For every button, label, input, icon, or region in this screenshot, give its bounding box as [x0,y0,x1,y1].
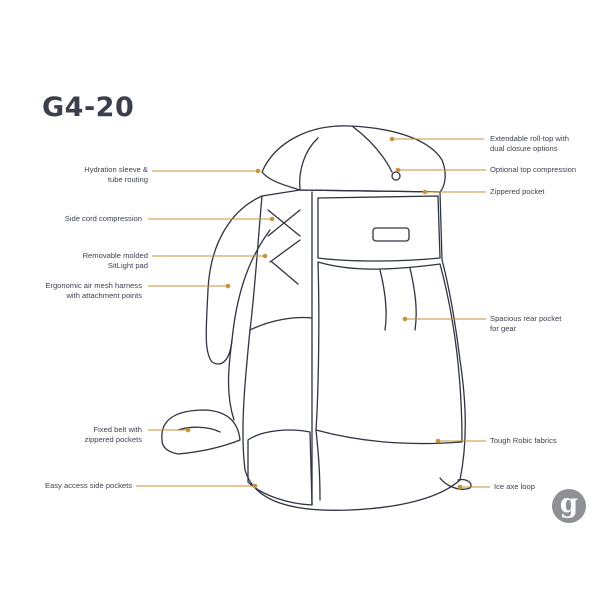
backpack-illustration [161,125,472,511]
brand-logo: g [552,489,586,523]
label-top-compression: Optional top compression [490,165,576,175]
label-harness: Ergonomic air mesh harness with attachme… [45,281,142,301]
label-side-pockets: Easy access side pockets [45,481,132,491]
main-body [242,189,466,511]
shoulder-strap [205,195,271,365]
label-line: Easy access side pockets [45,481,132,490]
label-hydration: Hydration sleeve & tube routing [84,165,148,185]
label-ice-axe: Ice axe loop [494,482,535,492]
label-line: Side cord compression [64,214,142,223]
callout-sitlight-dot [262,253,268,259]
label-line: Zippered pocket [490,187,545,196]
rear-gather [379,267,417,331]
label-line: Ice axe loop [494,482,535,491]
side-cord [267,209,301,285]
callout-side-cord-dot [269,216,275,222]
callout-hydration-dot [255,168,261,174]
hip-belt [161,409,241,455]
label-rear-pocket: Spacious rear pocket for gear [490,314,561,334]
roll-top-fold [299,137,319,191]
label-line: Optional top compression [490,165,577,174]
callout-roll-top-dot [389,136,395,142]
rear-pocket-top [317,261,441,270]
label-line: with attachment points [66,291,142,300]
callout-rear-pocket-dot [402,316,408,322]
label-line: Tough Robic fabrics [490,436,557,445]
callout-ice-axe-dot [457,484,463,490]
label-line: Removable molded [82,251,148,260]
label-roll-top: Extendable roll-top with dual closure op… [490,134,569,154]
label-robic: Tough Robic fabrics [490,436,557,446]
product-title: G4-20 [42,92,135,123]
label-line: Extendable roll-top with [490,134,569,143]
callout-harness-dot [225,283,231,289]
label-line: for gear [490,324,517,333]
label-line: Spacious rear pocket [490,314,562,323]
belt-pocket [177,426,221,433]
harness-inner [227,339,235,421]
label-side-cord: Side cord compression [65,214,142,224]
label-line: SitLight pad [107,261,148,270]
label-zip-pocket: Zippered pocket [490,187,544,197]
callout-side-pockets-dot [252,483,258,489]
callout-lines [136,136,490,490]
roll-top [261,125,446,193]
rear-pocket [315,261,463,445]
label-line: Fixed belt with [93,425,142,434]
callout-top-compression-dot [395,167,401,173]
top-strap [351,125,393,173]
side-mesh [249,316,313,331]
callout-zip-pocket-dot [422,189,428,195]
zip-pocket [317,195,441,262]
side-pocket [247,429,313,506]
ice-axe-loop [439,477,472,490]
badge [372,227,410,242]
robic-band [315,429,321,501]
label-line: Hydration sleeve & [84,165,148,174]
label-sitlight: Removable molded SitLight pad [83,251,148,271]
label-belt: Fixed belt with zippered pockets [85,425,142,445]
callout-robic-dot [435,438,441,444]
callout-belt-dot [185,427,191,433]
label-line: tube routing [107,175,148,184]
label-line: dual closure options [490,144,558,153]
top-buckle [391,171,401,181]
label-line: Ergonomic air mesh harness [45,281,142,290]
label-line: zippered pockets [84,435,142,444]
